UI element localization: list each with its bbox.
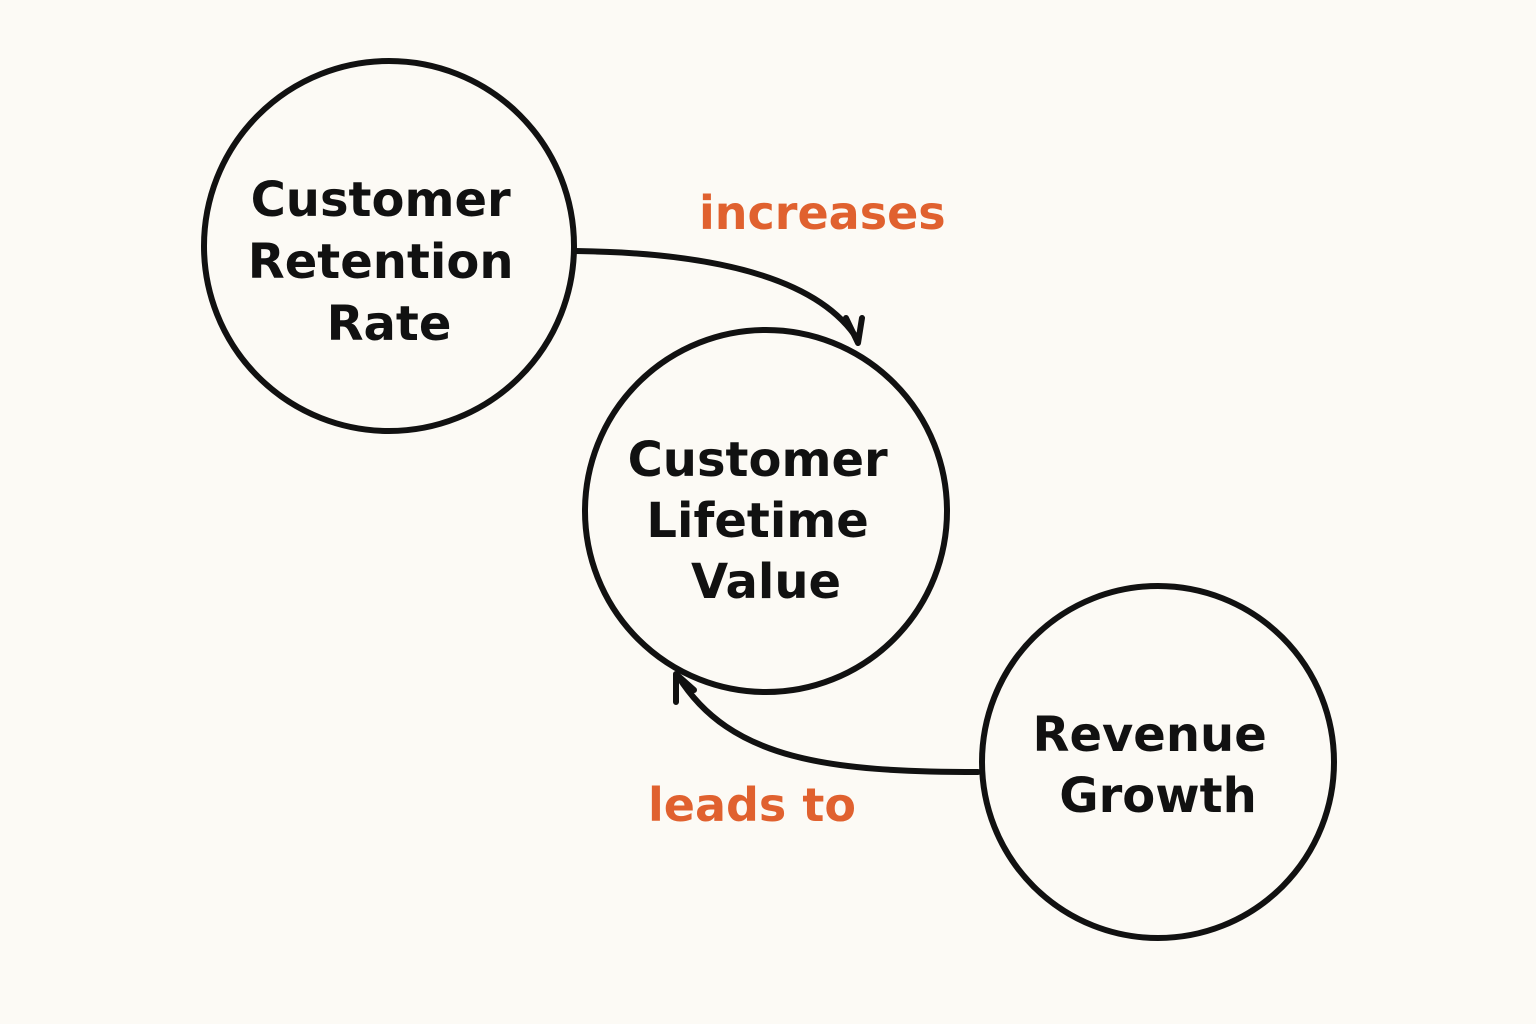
edge-label-leads-to: leads to — [648, 778, 856, 832]
node-label: Customer Lifetime Value — [628, 432, 905, 610]
node-label-line: Lifetime — [646, 493, 868, 549]
node-revenue-growth: Revenue Growth — [979, 583, 1337, 941]
arrow-head-icon — [843, 315, 865, 346]
node-label-line: Revenue — [1033, 707, 1267, 763]
node-label-line: Rate — [327, 296, 452, 352]
arrow-head-icon — [673, 671, 697, 705]
node-label-line: Customer — [251, 172, 511, 228]
edge-label-increases: increases — [699, 186, 946, 240]
node-label: Revenue Growth — [1033, 707, 1284, 824]
edge-revenue-to-clv — [673, 671, 981, 775]
node-label-line: Growth — [1059, 768, 1257, 824]
edge-line-increases — [573, 248, 861, 343]
edge-retention-to-clv — [573, 248, 865, 346]
node-label-line: Customer — [628, 432, 888, 488]
node-circle — [201, 58, 577, 434]
node-customer-lifetime-value: Customer Lifetime Value — [582, 327, 950, 695]
edge-line-leads-to — [675, 673, 981, 775]
node-label: Customer Retention Rate — [248, 172, 530, 352]
node-label-line: Value — [691, 554, 841, 610]
node-circle — [979, 583, 1337, 941]
node-label-line: Retention — [248, 234, 514, 290]
node-circle — [582, 327, 950, 695]
node-customer-retention-rate: Customer Retention Rate — [201, 58, 577, 434]
